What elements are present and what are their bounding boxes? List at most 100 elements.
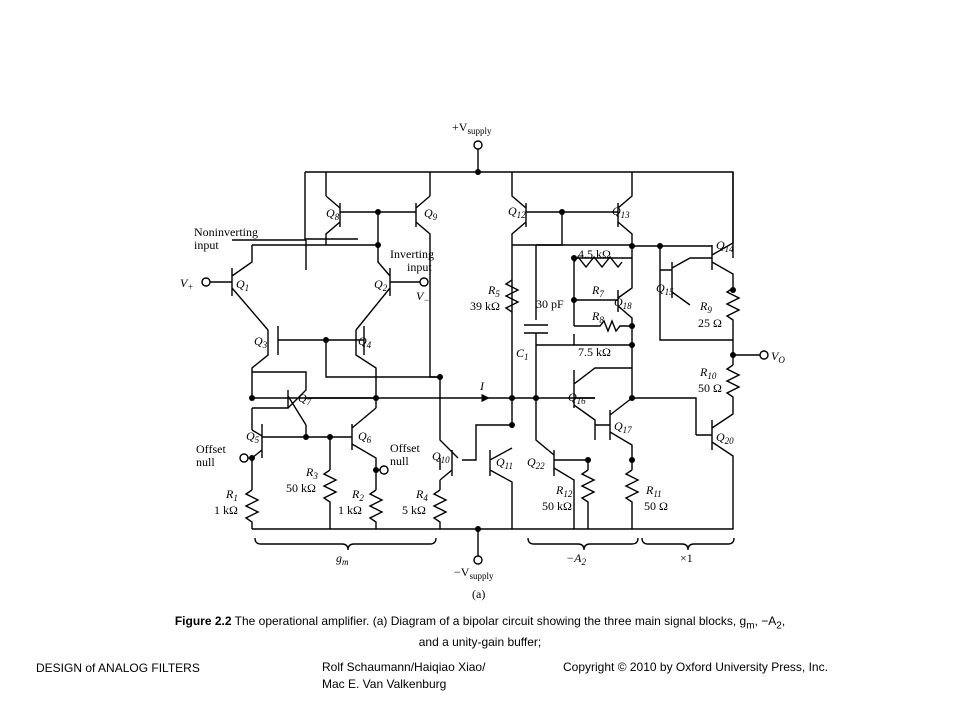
c1-capacitor <box>524 245 555 456</box>
vminus-terminal[interactable] <box>419 277 429 287</box>
noninverting-label: Noninverting <box>194 225 258 239</box>
caption-line-1: Figure 2.2 The operational amplifier. (a… <box>120 613 840 634</box>
q12-label: Q12 <box>508 204 526 220</box>
r12-value: 50 kΩ <box>542 499 572 513</box>
r5-resistor <box>504 279 520 313</box>
r11-label: R11 <box>645 483 662 499</box>
block-buffer-label: ×1 <box>680 551 693 565</box>
r2-value: 1 kΩ <box>338 503 362 517</box>
r3-value: 50 kΩ <box>286 481 316 495</box>
r10-resistor <box>725 364 741 410</box>
block-gm-label: gm <box>336 551 349 567</box>
q14-label: Q14 <box>716 238 734 254</box>
r8-resistor <box>574 319 632 333</box>
r4-value: 5 kΩ <box>402 503 426 517</box>
caption-line-2: and a unity-gain buffer; <box>418 635 542 650</box>
footer-authors-line-1: Rolf Schaumann/Haiqiao Xiao/ <box>322 660 486 674</box>
r9-value: 25 Ω <box>698 316 722 330</box>
q16-label: Q16 <box>568 390 586 406</box>
r1-resistor <box>244 489 260 529</box>
r12-resistor <box>580 460 596 529</box>
r8-value: 7.5 kΩ <box>578 345 611 359</box>
r1-value: 1 kΩ <box>214 503 238 517</box>
vo-label: VO <box>771 349 785 365</box>
r10-value: 50 Ω <box>698 381 722 395</box>
noninverting-label-2: input <box>194 238 219 252</box>
r9-label: R9 <box>699 299 712 315</box>
q20-label: Q20 <box>716 430 734 446</box>
inverting-label-2: input <box>407 260 432 274</box>
c1-value: 30 pF <box>536 297 564 311</box>
q17-label: Q17 <box>614 419 632 435</box>
current-label: I <box>479 379 485 393</box>
offset-null-left-label: Offset <box>196 442 226 456</box>
q7-label: Q7 <box>298 391 312 407</box>
op-amp-schematic: +Vsupply −Vsupply Noninverting input Inv… <box>180 120 785 601</box>
r2-resistor <box>368 489 384 529</box>
footer-copyright: Copyright © 2010 by Oxford University Pr… <box>563 660 828 674</box>
r5-value: 39 kΩ <box>470 299 500 313</box>
q13-label: Q13 <box>612 204 630 220</box>
q2-label: Q2 <box>374 277 388 293</box>
r4-resistor <box>432 489 448 529</box>
q3-label: Q3 <box>254 334 268 350</box>
r3-resistor <box>322 469 338 529</box>
vo-terminal[interactable] <box>759 350 769 360</box>
offset-null-left-terminal[interactable] <box>239 453 249 463</box>
junction-dots <box>249 169 736 532</box>
caption-gm-sub: m <box>746 620 755 632</box>
offset-null-right-label: Offset <box>390 441 420 455</box>
footer-authors-line-2: Mac E. Van Valkenburg <box>322 677 447 691</box>
q6-label: Q6 <box>358 429 372 445</box>
vsupply-neg-label: −Vsupply <box>454 565 494 581</box>
vplus-label: V+ <box>180 276 193 292</box>
vplus-terminal[interactable] <box>201 277 211 287</box>
input-stage <box>210 172 440 490</box>
q8-label: Q8 <box>326 206 340 222</box>
r11-value: 50 Ω <box>644 499 668 513</box>
r5-label: R5 <box>487 283 500 299</box>
vsupply-pos-terminal[interactable] <box>473 140 483 150</box>
r10-label: R10 <box>699 365 717 381</box>
q22-label: Q22 <box>527 455 545 471</box>
caption-a2-sub: 2 <box>776 620 782 632</box>
caption-text: The operational amplifier. (a) Diagram o… <box>231 614 747 628</box>
caption-text-mid: , −A <box>754 614 777 628</box>
subfigure-label: (a) <box>472 587 485 601</box>
footer-book-title: DESIGN of ANALOG FILTERS <box>36 661 200 675</box>
block-braces <box>254 537 735 551</box>
q10-label: Q10 <box>432 449 450 465</box>
footer-authors: Rolf Schaumann/Haiqiao Xiao/ Mac E. Van … <box>322 659 485 693</box>
r12-label: R12 <box>555 483 573 499</box>
r4-label: R4 <box>415 487 428 503</box>
r8-label: R8 <box>591 309 604 325</box>
offset-null-right-terminal[interactable] <box>379 465 389 475</box>
caption-text-end: , <box>781 614 786 628</box>
r9-resistor <box>725 287 741 340</box>
output-stage <box>632 172 760 480</box>
q4-label: Q4 <box>358 334 372 350</box>
offset-null-right-label-2: null <box>390 454 409 468</box>
r1-label: R1 <box>225 487 238 503</box>
q18-label: Q18 <box>614 295 632 311</box>
q11-label: Q11 <box>496 455 513 471</box>
r7-label: R7 <box>591 283 604 299</box>
q5-label: Q5 <box>246 429 260 445</box>
vsupply-neg-terminal[interactable] <box>473 555 483 565</box>
r7-value: 4.5 kΩ <box>578 247 611 261</box>
vsupply-pos-label: +Vsupply <box>452 120 492 136</box>
vminus-label: V− <box>416 289 429 305</box>
block-a2-label: −A2 <box>566 551 586 567</box>
inverting-label: Inverting <box>390 247 434 261</box>
r3-label: R3 <box>305 465 318 481</box>
r11-resistor <box>624 469 640 529</box>
q9-label: Q9 <box>424 206 438 222</box>
figure-caption: Figure 2.2 The operational amplifier. (a… <box>120 613 840 650</box>
q15-label: Q15 <box>656 281 674 297</box>
q1-label: Q1 <box>236 277 249 293</box>
r7-resistor <box>573 255 623 269</box>
offset-null-left-label-2: null <box>196 455 215 469</box>
figure-number: Figure 2.2 <box>174 614 232 628</box>
c1-label: C1 <box>516 346 529 362</box>
r2-label: R2 <box>351 487 364 503</box>
